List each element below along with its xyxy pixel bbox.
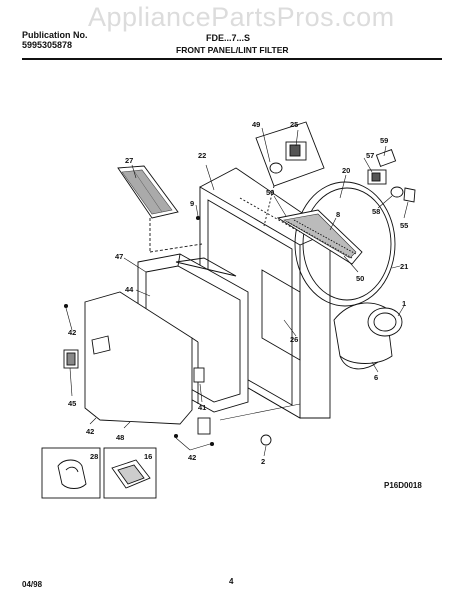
publication-date: 04/98 <box>22 580 43 589</box>
publication-info: Publication No. 5995305878 <box>22 30 88 50</box>
callout-8: 8 <box>336 210 340 219</box>
hinge-part <box>63 349 211 435</box>
callout-59: 59 <box>380 136 388 145</box>
callout-21: 21 <box>400 262 408 271</box>
lint-filter-part <box>117 165 179 219</box>
callout-25: 25 <box>290 120 298 129</box>
callout-2: 2 <box>261 457 265 466</box>
callout-1: 1 <box>402 299 406 308</box>
drum-ring-part <box>294 181 396 307</box>
publication-number: 5995305878 <box>22 40 73 50</box>
lint-trap-housing-part <box>276 209 363 265</box>
callout-50b: 50 <box>356 274 364 283</box>
callout-42c: 42 <box>188 453 196 462</box>
callout-49: 49 <box>252 120 260 129</box>
callout-44: 44 <box>125 285 134 294</box>
callout-42a: 42 <box>68 328 76 337</box>
callout-20: 20 <box>342 166 350 175</box>
drum-light-part <box>367 149 416 203</box>
callout-48: 48 <box>116 433 124 442</box>
leader-lines <box>65 127 409 457</box>
callout-9: 9 <box>190 199 194 208</box>
figure-code: P16D0018 <box>384 481 422 490</box>
door-bumper-part <box>260 434 272 446</box>
watermark: AppliancePartsPros.com <box>88 2 395 32</box>
callout-45: 45 <box>68 399 76 408</box>
service-kit-inset-28 <box>41 447 101 499</box>
door-switch-inset <box>255 121 325 187</box>
publication-label: Publication No. <box>22 30 88 40</box>
section-title: FRONT PANEL/LINT FILTER <box>176 45 289 55</box>
callout-28: 28 <box>90 452 98 461</box>
fastener-part <box>63 215 215 447</box>
service-kit-inset-16 <box>103 447 157 499</box>
outer-door-part <box>84 291 199 425</box>
page-number: 4 <box>229 577 234 586</box>
callout-22: 22 <box>198 151 206 160</box>
callout-26: 26 <box>290 335 298 344</box>
header-rule <box>22 58 442 60</box>
exhaust-duct-part <box>333 302 403 370</box>
callout-57: 57 <box>366 151 374 160</box>
callout-27: 27 <box>125 156 133 165</box>
callout-58: 58 <box>372 207 380 216</box>
callout-55: 55 <box>400 221 408 230</box>
callout-16: 16 <box>144 452 152 461</box>
callout-6: 6 <box>374 373 378 382</box>
callout-labels: 25 49 59 57 27 22 20 9 8 50 58 55 50 21 … <box>68 120 408 466</box>
callout-47: 47 <box>115 252 123 261</box>
callout-50a: 50 <box>266 188 274 197</box>
model-number: FDE...7...S <box>206 33 251 43</box>
callout-42b: 42 <box>86 427 94 436</box>
callout-41: 41 <box>198 403 206 412</box>
